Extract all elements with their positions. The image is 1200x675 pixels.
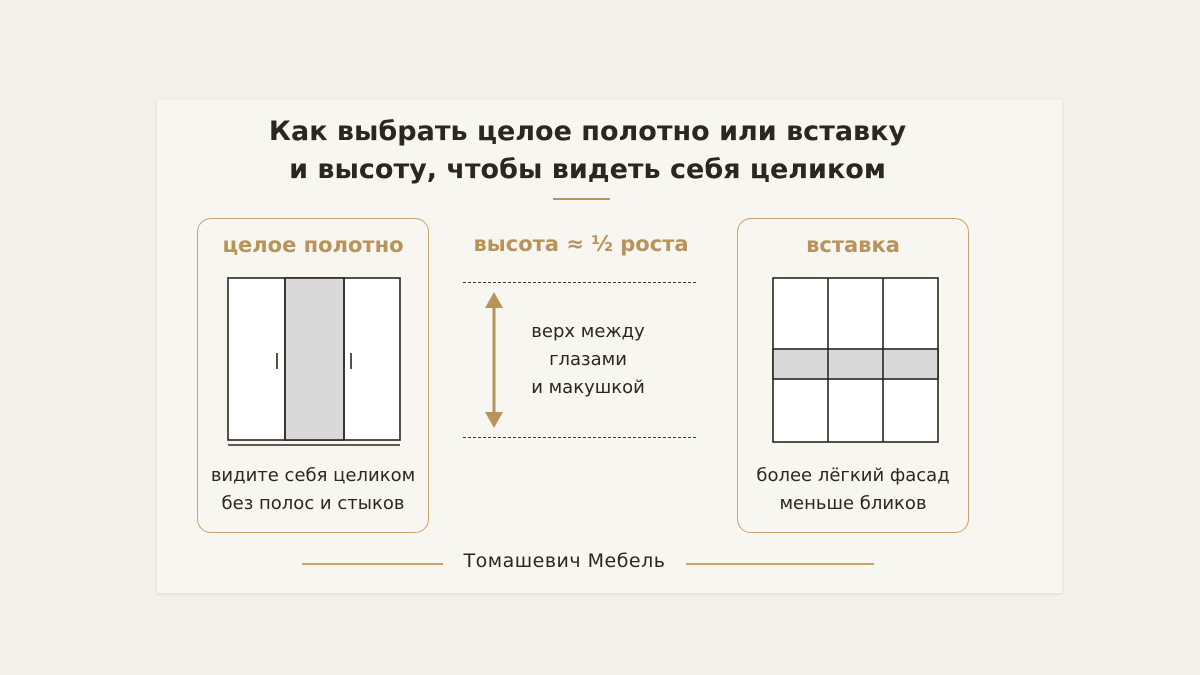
insert-caption-line-2: меньше бликов	[779, 493, 927, 514]
height-text-line-3: и макушкой	[531, 377, 645, 398]
top-height-guide	[463, 282, 696, 283]
title-line-1: Как выбрать целое полотно или вставку	[268, 116, 907, 147]
footer-rule-right	[686, 563, 874, 565]
height-heading: высота ≈ ½ роста	[473, 232, 689, 256]
whole-panel-card: целое полотно видите себя целиком без по…	[197, 218, 429, 533]
bottom-height-guide	[463, 437, 696, 438]
whole-panel-heading: целое полотно	[222, 233, 404, 257]
insert-panel-caption: более лёгкий фасад меньше бликов	[738, 462, 968, 518]
height-text-line-1: верх между	[531, 321, 645, 342]
whole-caption-line-2: без полос и стыков	[221, 493, 405, 514]
title-line-2: и высоту, чтобы видеть себя целиком	[289, 154, 886, 185]
height-text-line-2: глазами	[549, 349, 627, 370]
whole-caption-line-1: видите себя целиком	[210, 465, 416, 486]
insert-panel-card: вставка более лёгкий фасад меньше бликов	[737, 218, 969, 533]
wardrobe-full-mirror-illustration	[227, 277, 401, 446]
height-explanation: верх между глазами и макушкой	[508, 318, 668, 402]
whole-panel-caption: видите себя целиком без полос и стыков	[198, 462, 428, 518]
page-title: Как выбрать целое полотно или вставку и …	[157, 113, 1018, 189]
mirror-insert-band	[772, 348, 939, 380]
wardrobe-insert-illustration	[772, 277, 939, 443]
insert-caption-line-1: более лёгкий фасад	[756, 465, 950, 486]
insert-panel-heading: вставка	[806, 233, 900, 257]
double-arrow-icon	[485, 292, 503, 428]
title-underline	[553, 198, 610, 200]
brand-name: Томашевич Мебель	[463, 550, 666, 572]
mirror-door	[284, 277, 345, 441]
footer-rule-left	[302, 563, 443, 565]
